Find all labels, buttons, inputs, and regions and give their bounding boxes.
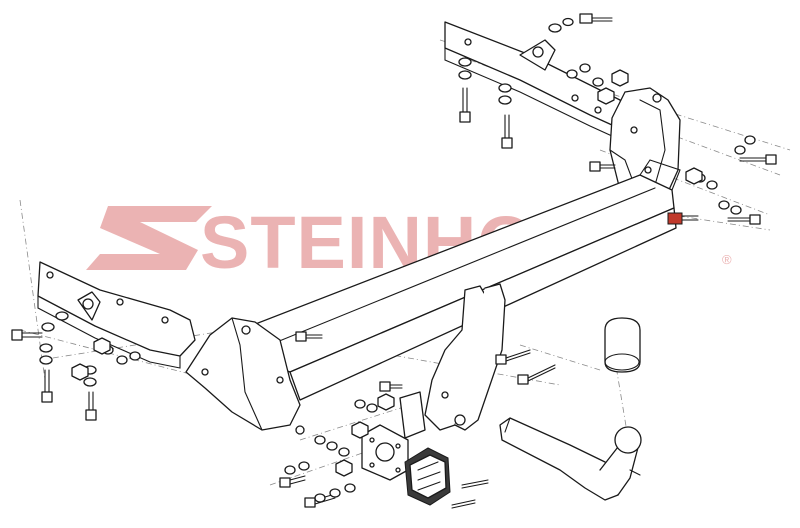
bolt-socket-1	[379, 381, 403, 392]
side-plate-right	[609, 87, 681, 201]
bolt-center-2	[517, 364, 556, 385]
tow-ball-cap	[604, 317, 641, 373]
bolt-vertical-1	[459, 87, 471, 123]
bolt-right-lower	[727, 214, 761, 225]
bolt-highlight	[667, 212, 699, 225]
bolt-right-upper	[739, 154, 777, 165]
tow-ball-neck	[499, 417, 642, 501]
electric-socket	[404, 447, 451, 506]
bolt-vertical-2	[501, 114, 513, 149]
side-plate-left	[185, 317, 305, 435]
bolt-crossbar	[295, 331, 323, 342]
nut-set	[71, 69, 703, 477]
watermark-s-swoosh-icon	[86, 206, 212, 270]
watermark-registered-mark: ®	[722, 252, 732, 267]
bolt-left-1	[11, 329, 43, 341]
washer-set	[39, 17, 756, 503]
bolt-left-vertical-2	[85, 391, 97, 421]
bolt-left-vertical-1	[41, 369, 53, 403]
bolt-side-plate	[589, 161, 616, 172]
center-support-plate	[424, 283, 506, 431]
left-frame-bracket	[37, 261, 196, 369]
screw-socket-2	[451, 499, 476, 509]
bolt-lower-1	[279, 475, 306, 488]
bolt-top-right	[579, 13, 613, 24]
screw-socket-1	[461, 479, 489, 489]
bolt-center-1	[495, 349, 531, 365]
bolt-set	[11, 13, 777, 509]
